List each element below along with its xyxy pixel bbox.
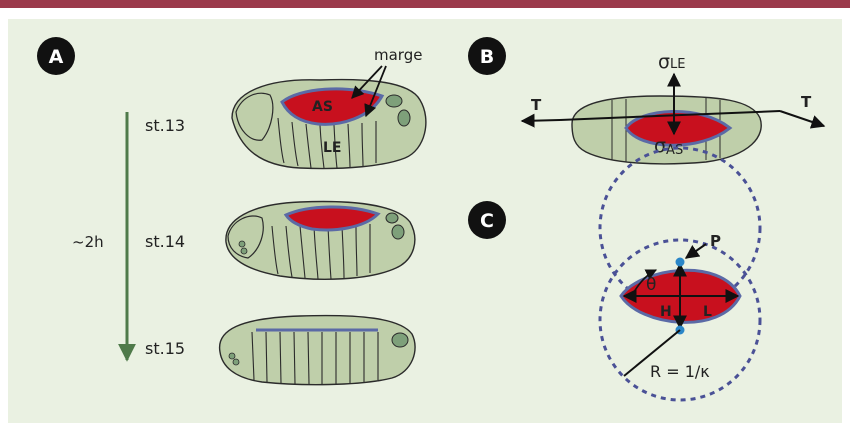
organ-spot bbox=[386, 95, 402, 107]
embryo-body bbox=[220, 316, 415, 385]
tension-label-left: T bbox=[531, 96, 542, 114]
panel-b-letter: B bbox=[480, 46, 494, 68]
organ-spot bbox=[233, 359, 239, 365]
embryo-st14 bbox=[226, 202, 415, 280]
stage-label-15: st.15 bbox=[145, 339, 185, 358]
figure-background bbox=[8, 19, 842, 423]
organ-spot bbox=[386, 213, 398, 223]
panel-a-letter: A bbox=[49, 46, 64, 68]
angle-label: θ bbox=[646, 275, 656, 295]
stage-label-14: st.14 bbox=[145, 232, 185, 251]
organ-spot bbox=[392, 225, 404, 239]
tension-arrow-left bbox=[522, 120, 560, 121]
length-label: L bbox=[703, 304, 712, 320]
height-label: H bbox=[660, 304, 672, 320]
organ-spot bbox=[239, 241, 245, 247]
amnioserosa-label: AS bbox=[312, 99, 333, 115]
leading-edge-label: LE bbox=[323, 140, 341, 156]
margin-label: marge bbox=[374, 46, 422, 64]
time-label: ~2h bbox=[72, 233, 104, 251]
organ-spot bbox=[241, 248, 247, 254]
stage-label-13: st.13 bbox=[145, 116, 185, 135]
point-p-label: P bbox=[710, 232, 721, 250]
top-rule bbox=[0, 0, 850, 8]
organ-spot bbox=[398, 110, 410, 126]
organ-spot bbox=[392, 333, 408, 347]
organ-spot bbox=[229, 353, 235, 359]
point-p-top bbox=[676, 258, 685, 267]
tension-label-right: T bbox=[801, 93, 812, 111]
panel-c-letter: C bbox=[480, 210, 494, 232]
embryo-st15 bbox=[220, 316, 415, 385]
radius-label: R = 1/κ bbox=[650, 362, 710, 381]
